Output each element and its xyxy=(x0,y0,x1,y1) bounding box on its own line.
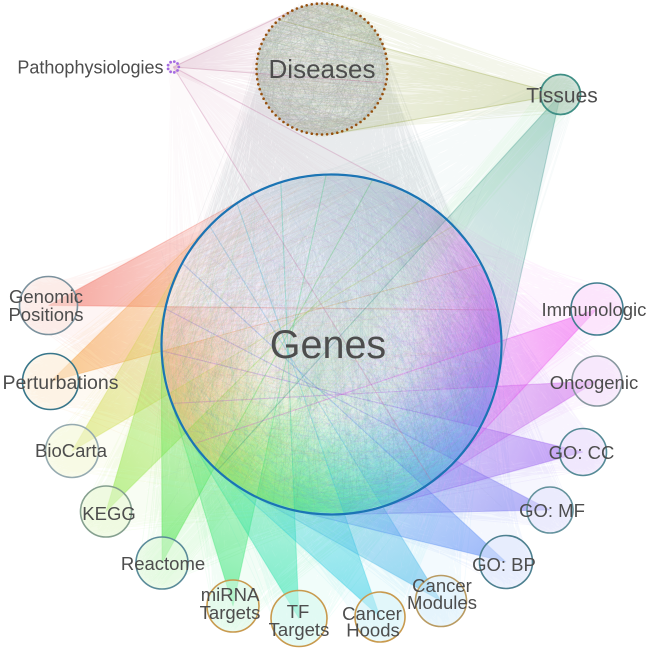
svg-text:Targets: Targets xyxy=(200,602,261,623)
svg-text:GO: CC: GO: CC xyxy=(549,442,615,463)
svg-text:Cancer: Cancer xyxy=(412,575,472,596)
svg-text:BioCarta: BioCarta xyxy=(35,440,108,461)
svg-text:Oncogenic: Oncogenic xyxy=(550,372,638,393)
svg-text:KEGG: KEGG xyxy=(82,503,135,524)
svg-text:Genes: Genes xyxy=(270,323,386,367)
svg-text:Modules: Modules xyxy=(407,592,477,613)
svg-text:Positions: Positions xyxy=(8,304,83,325)
svg-text:Hoods: Hoods xyxy=(346,620,399,641)
svg-text:GO: MF: GO: MF xyxy=(519,500,585,521)
svg-text:TF: TF xyxy=(287,601,310,622)
svg-text:Reactome: Reactome xyxy=(121,553,205,574)
svg-text:Pathophysiologies: Pathophysiologies xyxy=(17,58,163,78)
svg-text:Cancer: Cancer xyxy=(342,603,402,624)
svg-text:Tissues: Tissues xyxy=(526,85,598,108)
svg-text:Perturbations: Perturbations xyxy=(3,372,119,394)
svg-text:Targets: Targets xyxy=(269,619,330,640)
svg-text:miRNA: miRNA xyxy=(201,584,260,605)
svg-text:Genomic: Genomic xyxy=(9,286,83,307)
svg-text:Diseases: Diseases xyxy=(269,54,376,84)
svg-text:GO: BP: GO: BP xyxy=(472,554,536,575)
svg-text:Immunologic: Immunologic xyxy=(542,299,647,320)
